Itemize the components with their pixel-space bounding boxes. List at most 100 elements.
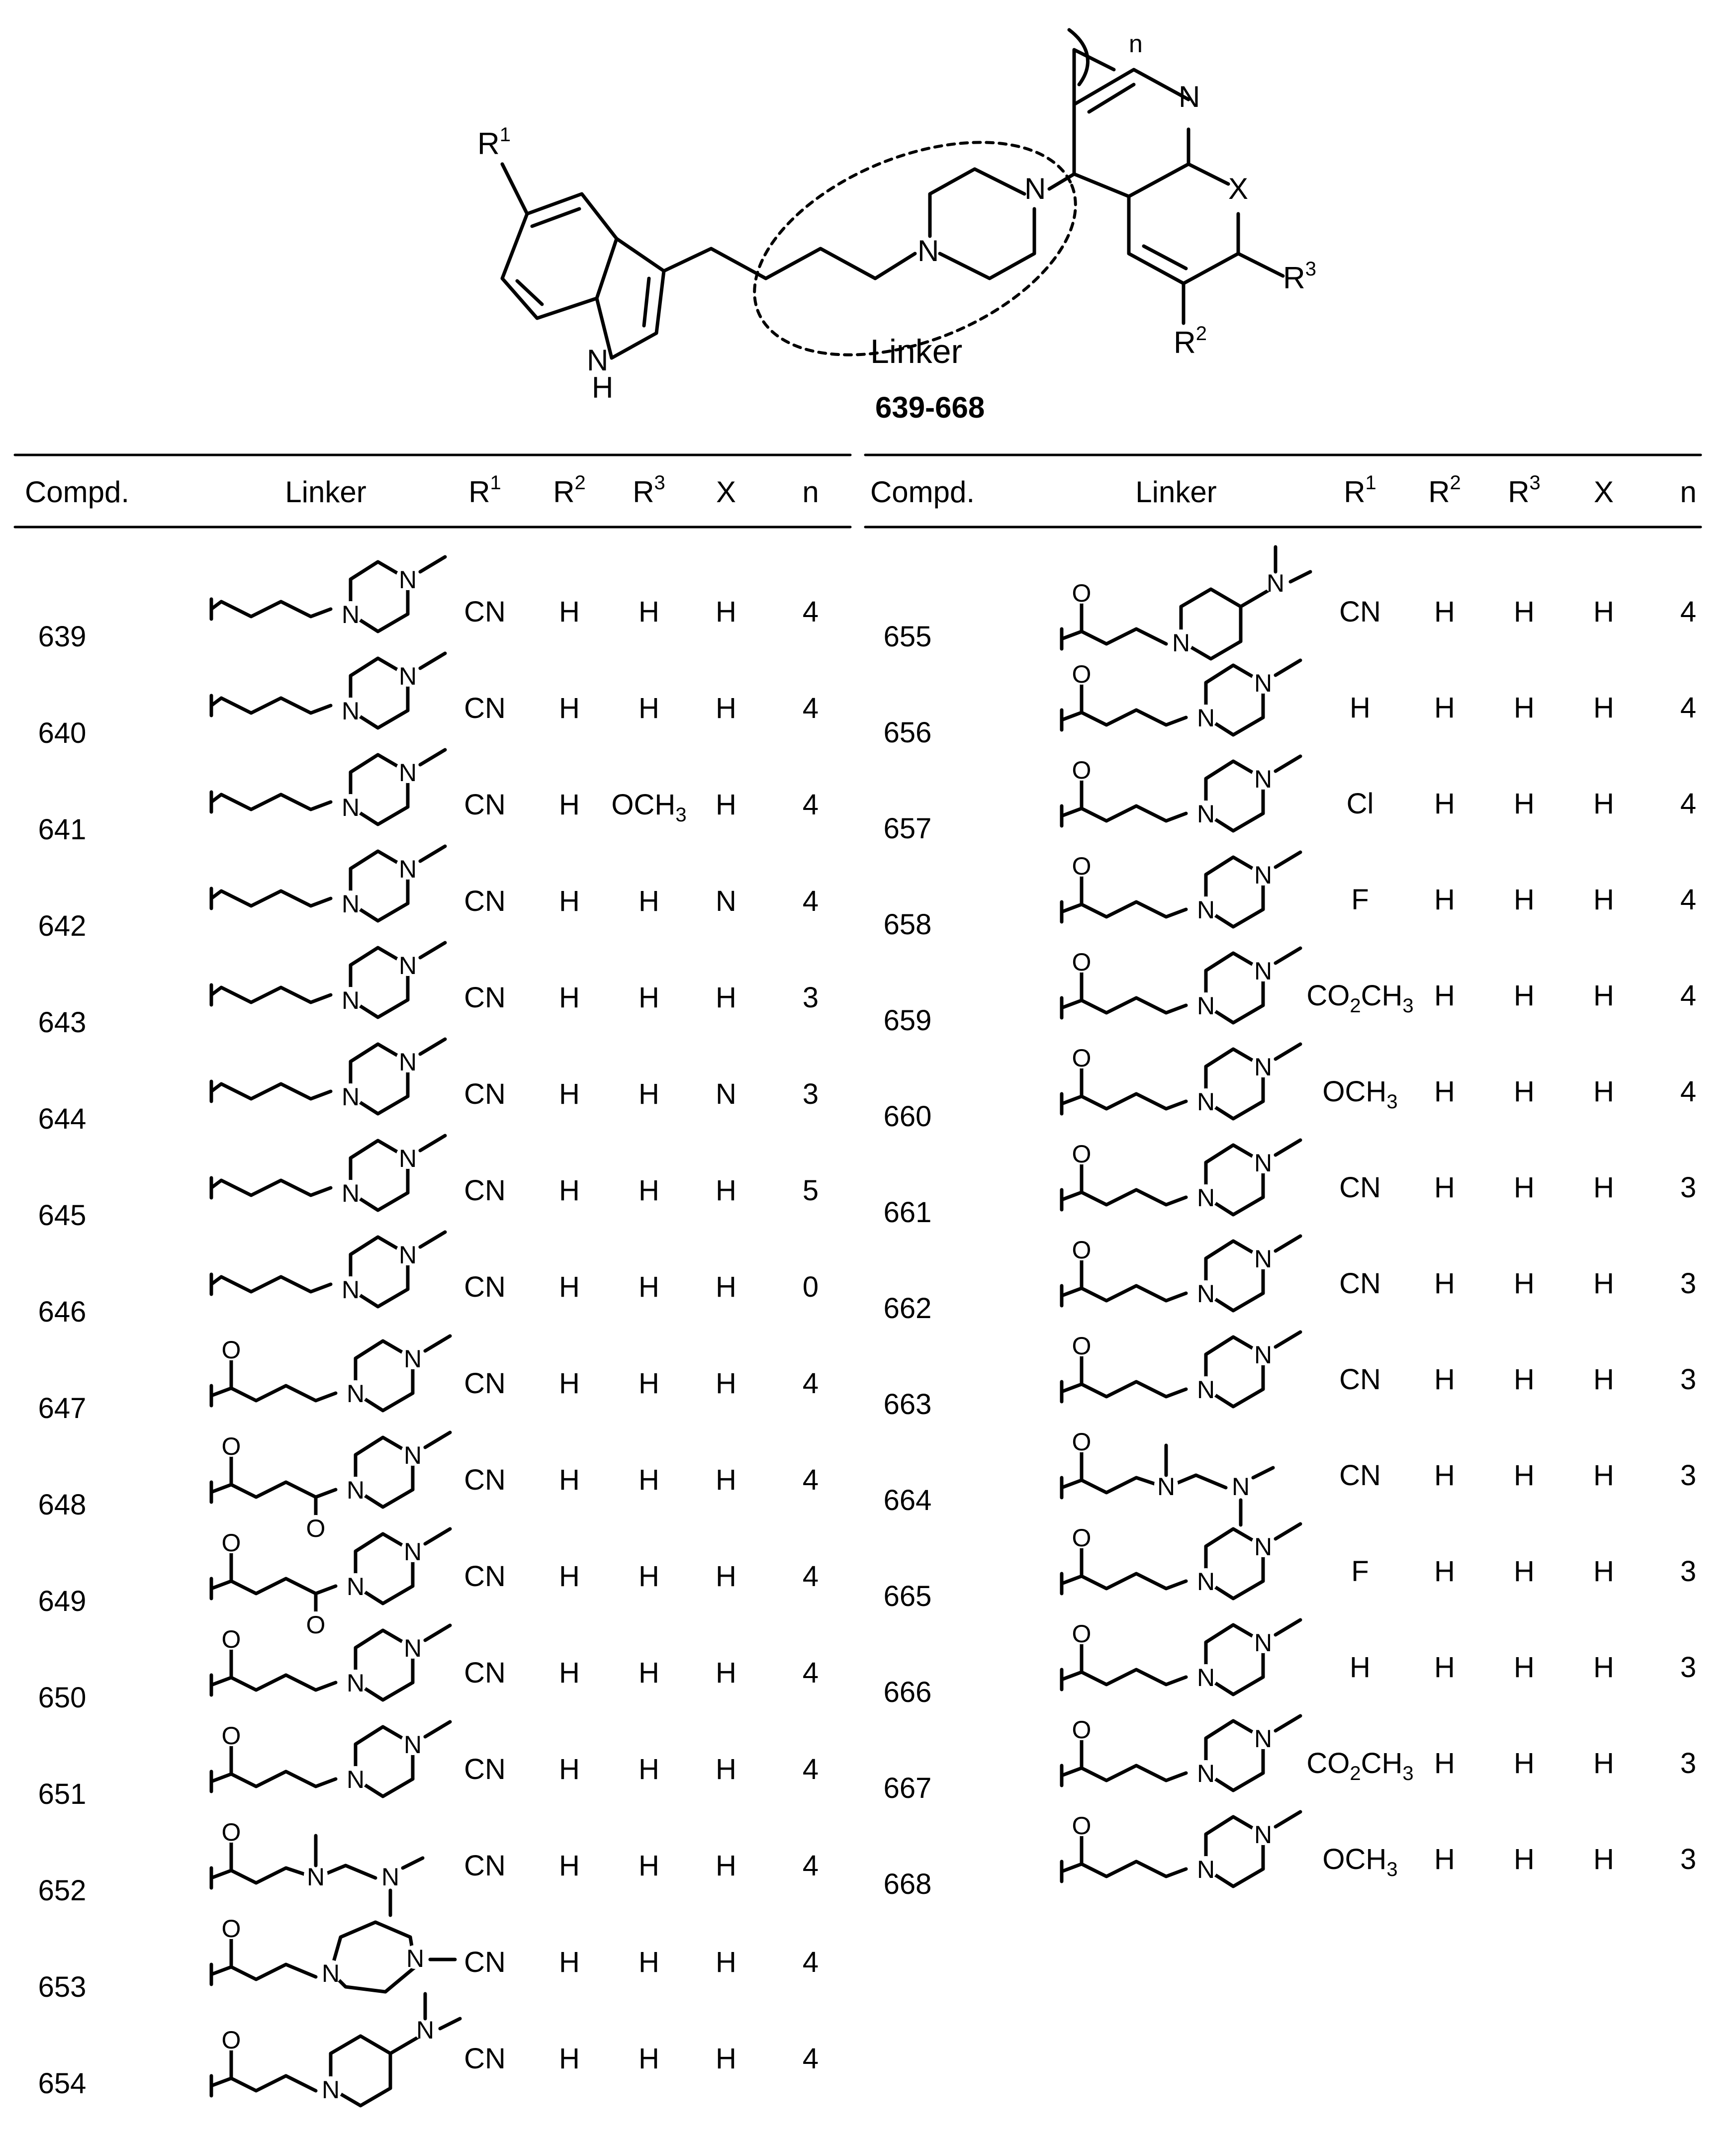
nitrogen-atom: N [1254,1245,1272,1273]
nitrogen-atom: N [1254,669,1272,697]
nitrogen-atom: N [399,952,417,979]
r2-value: H [559,1657,580,1689]
header-r1: R1 [468,472,501,509]
r1-value: H [1350,1651,1371,1684]
nitrogen-atom: N [342,890,360,918]
linker-structure: ONN [1060,1042,1302,1121]
x-value: H [716,1271,736,1303]
r3-value: H [639,1271,659,1303]
header-compd: Compd. [870,475,975,509]
r3-value: H [639,981,659,1014]
r3-value: H [1514,1459,1535,1492]
header-x: X [1594,475,1614,509]
n-value: 3 [803,981,819,1014]
n-value: 4 [1680,788,1696,820]
nitrogen-atom: N [404,1634,422,1662]
r3-value: H [639,596,659,628]
nitrogen-atom: N [342,1179,360,1207]
r2-value: H [1434,788,1455,820]
r3-value: H [639,1367,659,1400]
compound-id: 653 [38,1971,87,2003]
linker-structure: NN [209,651,447,730]
r1-value: CN [464,789,506,821]
r3-value: H [639,692,659,724]
header-linker: Linker [1135,475,1216,509]
r1-value: CN [464,1850,506,1882]
n-value: 4 [803,1753,819,1785]
oxygen-atom: O [1072,948,1092,976]
r3-value: H [1514,1555,1535,1588]
r2-value: H [559,1753,580,1785]
header-n: n [802,475,819,509]
compound-id: 649 [38,1585,87,1617]
oxygen-atom: O [222,1722,241,1750]
oxygen-atom: O [1072,1812,1092,1840]
r1-value: Cl [1347,788,1374,820]
linker-structure: NN [209,555,447,633]
linker-structure: ONN [1060,658,1302,737]
r1-value: CN [1339,596,1381,628]
r2-value: H [1434,1747,1455,1779]
compound-id: 666 [884,1676,932,1708]
r2-value: H [1434,1075,1455,1108]
r1-value: CN [464,1946,506,1978]
linker-structure: NN [209,844,447,923]
header-r1: R1 [1344,472,1376,509]
compound-id: 663 [884,1388,932,1421]
r3-value: H [1514,1171,1535,1204]
scaffold-structure: R1 N H N N Linker N X n R3 R2 639-668 [477,28,1316,424]
oxygen-atom: O [222,1529,241,1557]
nitrogen-atom: N [322,1959,340,1987]
r1-value: CN [464,2043,506,2075]
compound-id: 656 [884,716,932,749]
r3-value: H [1514,788,1535,820]
compound-id: 665 [884,1580,932,1612]
r2-value: H [1434,1843,1455,1875]
x-value: H [1593,1843,1614,1875]
x-value: H [716,1174,736,1207]
compound-id: 667 [884,1772,932,1804]
nitrogen-atom: N [342,601,360,628]
pip-n2-label: N [1024,172,1046,205]
compound-id: 654 [38,2067,87,2100]
r2-value: H [559,1850,580,1882]
r2-label: R2 [1174,323,1207,360]
nitrogen-atom: N [404,1538,422,1566]
r3-value: H [1514,596,1535,628]
r3-label: R3 [1283,258,1316,295]
nitrogen-atom: N [1254,765,1272,793]
compound-id: 668 [884,1868,932,1900]
header-r3: R3 [633,472,665,509]
linker-structure: NN [209,1037,447,1116]
oxygen-atom: O [1072,660,1092,688]
r1-value: CN [464,885,506,917]
r2-value: H [559,1174,580,1207]
nitrogen-atom: N [1254,1341,1272,1369]
linker-structure: NN [209,1134,447,1212]
r2-value: H [559,1464,580,1496]
oxygen-atom: O [222,1625,241,1653]
r2-value: H [559,1078,580,1110]
compound-id: 655 [884,621,932,653]
r2-value: H [1434,692,1455,724]
x-value: H [716,1464,736,1496]
linker-structure: ONN [209,1915,457,1994]
nitrogen-atom: N [1254,861,1272,889]
compound-range-caption: 639-668 [875,391,985,424]
r3-value: H [1514,979,1535,1012]
x-value: H [1593,1267,1614,1300]
linker-label: Linker [870,333,962,370]
compound-id: 650 [38,1682,87,1714]
oxygen-atom: O [222,1818,241,1846]
